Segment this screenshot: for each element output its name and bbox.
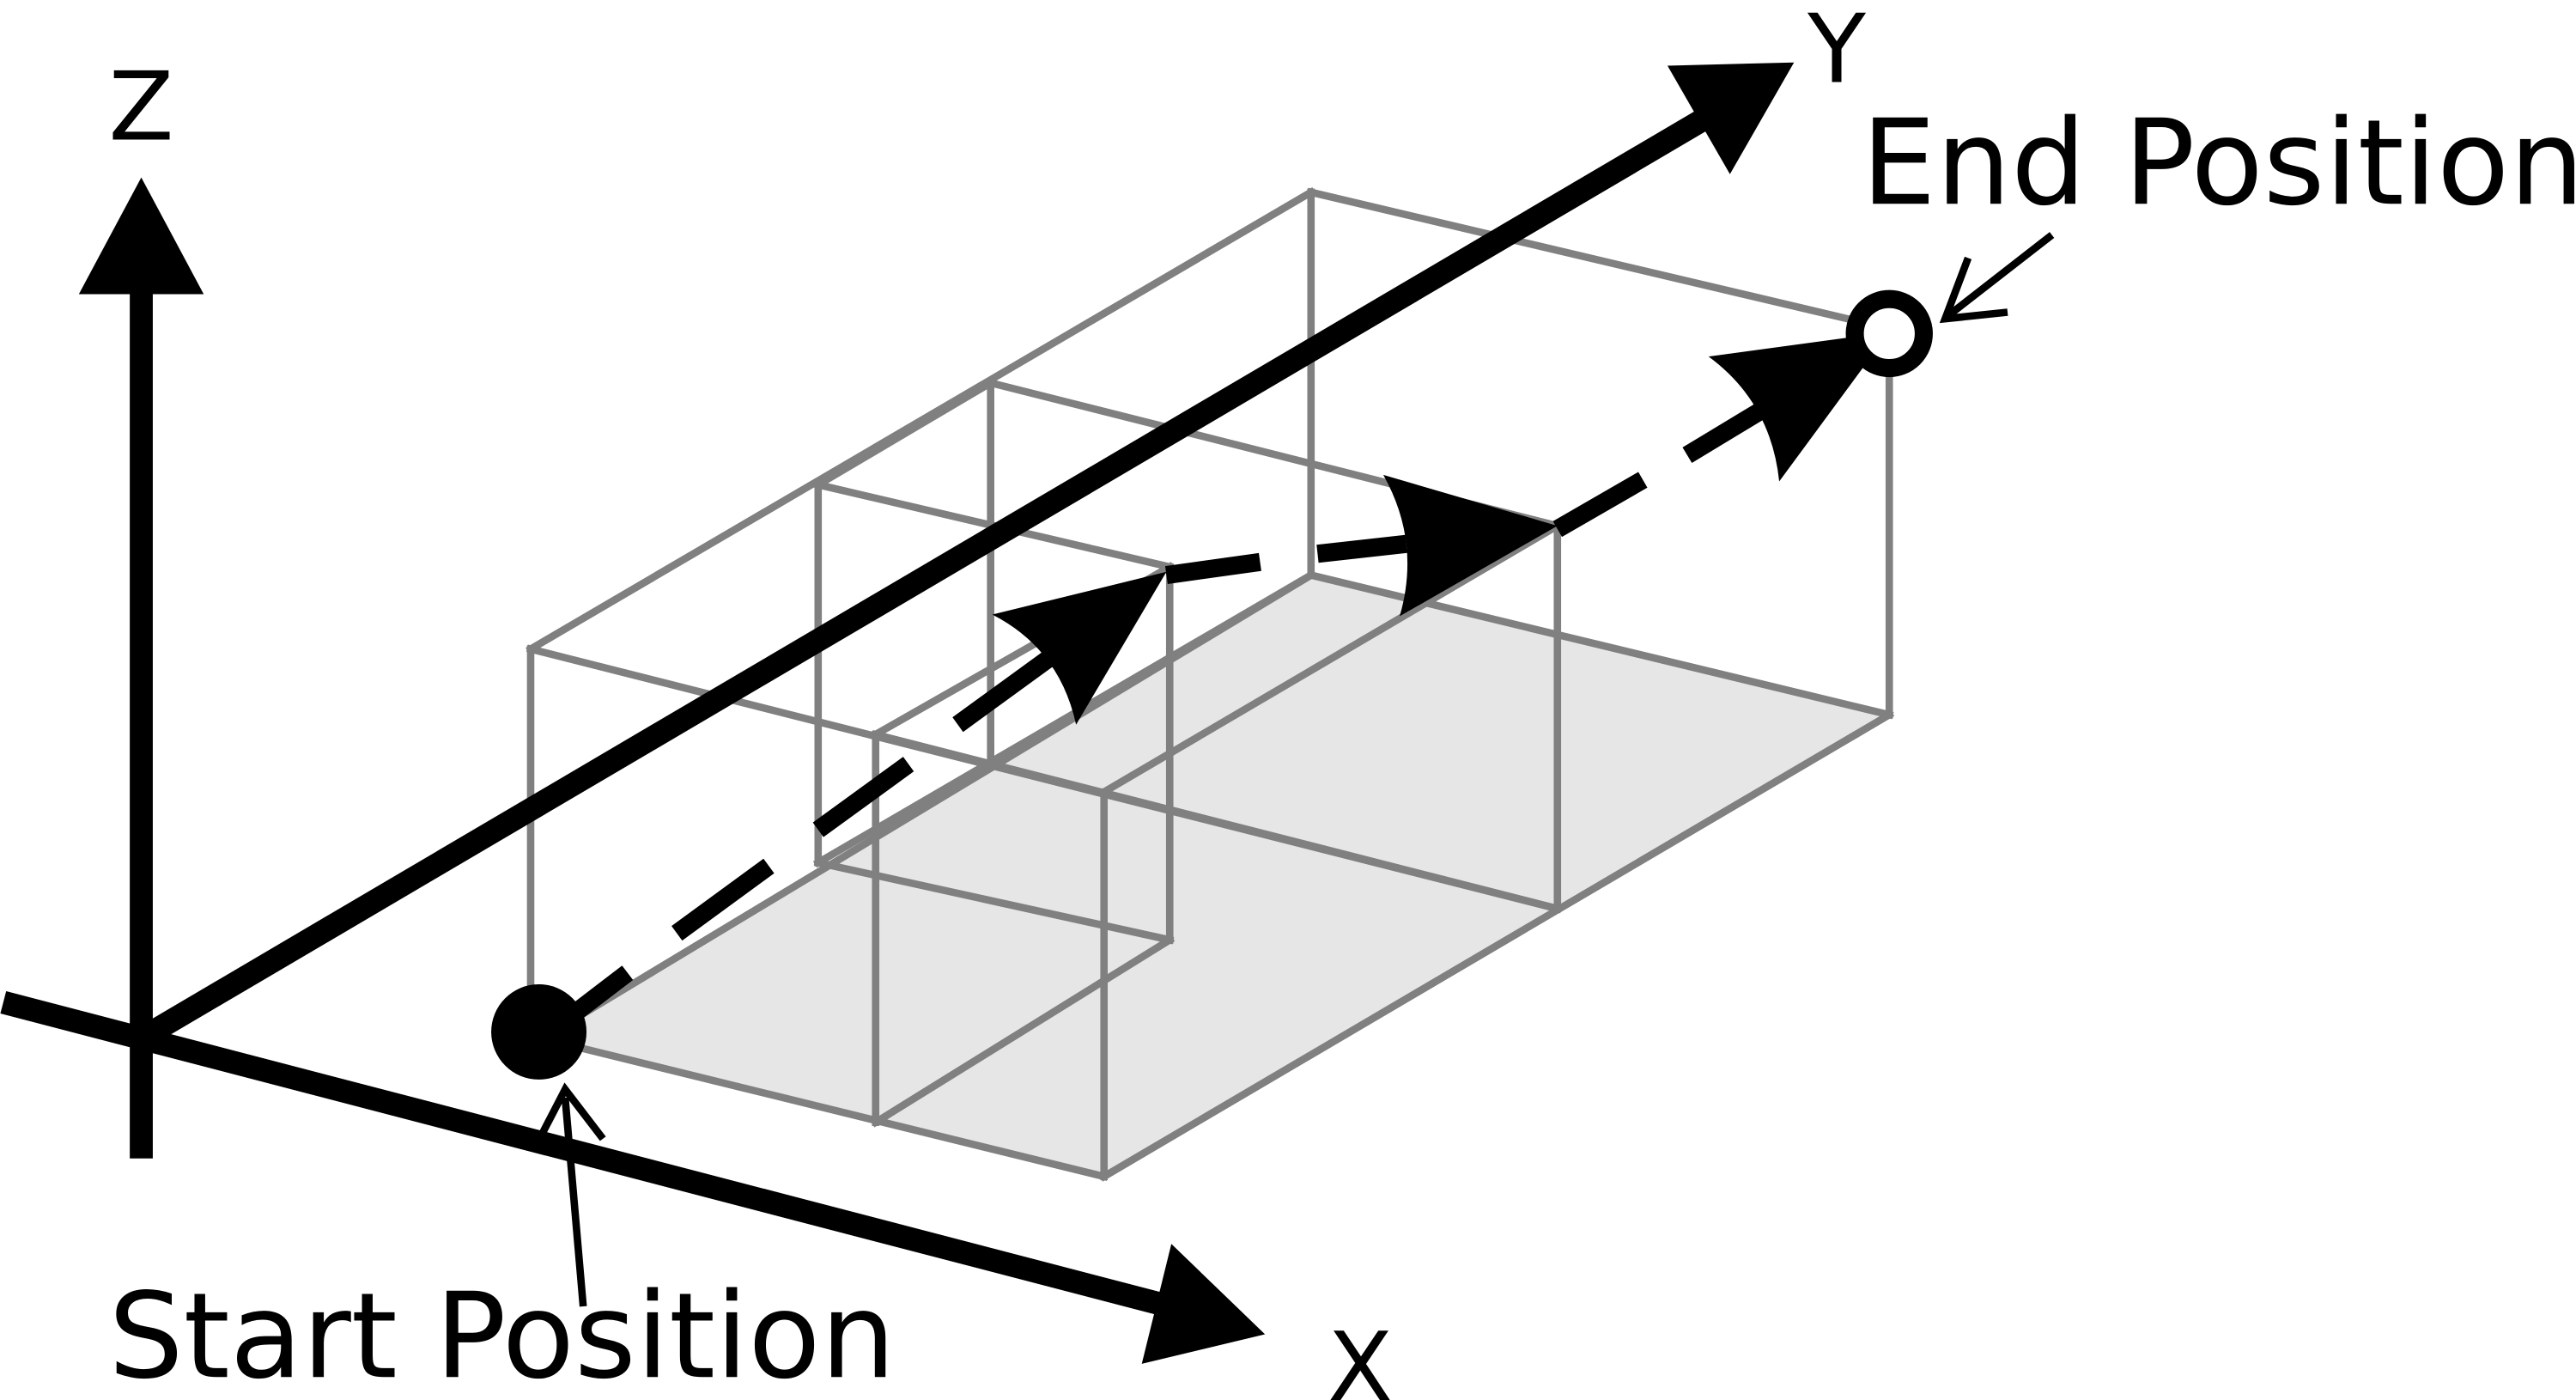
x-axis-label: X: [1327, 1312, 1393, 1400]
z-axis-arrowhead: [78, 177, 204, 295]
end-pointer-arrow: [1939, 232, 2055, 324]
z-axis: [78, 177, 204, 1159]
end-position-label: End Position: [1862, 94, 2576, 232]
z-axis-label: Z: [109, 52, 174, 163]
start-position-marker: [491, 983, 587, 1080]
start-pointer-arrow: [538, 1082, 606, 1307]
x-axis-arrowhead: [1141, 1244, 1266, 1364]
y-axis-arrowhead: [1667, 62, 1795, 174]
path-direction-arrow-3: [1708, 332, 1890, 482]
path-direction-arrow-1: [992, 571, 1167, 725]
y-axis-label: Y: [1807, 0, 1866, 106]
end-position-marker: [1845, 289, 1933, 378]
motion-path: [566, 332, 1890, 1023]
start-position-label: Start Position: [108, 1268, 896, 1400]
y-axis: [135, 62, 1795, 1049]
path-direction-arrow-2: [1382, 474, 1558, 617]
x-axis: [0, 991, 1266, 1364]
